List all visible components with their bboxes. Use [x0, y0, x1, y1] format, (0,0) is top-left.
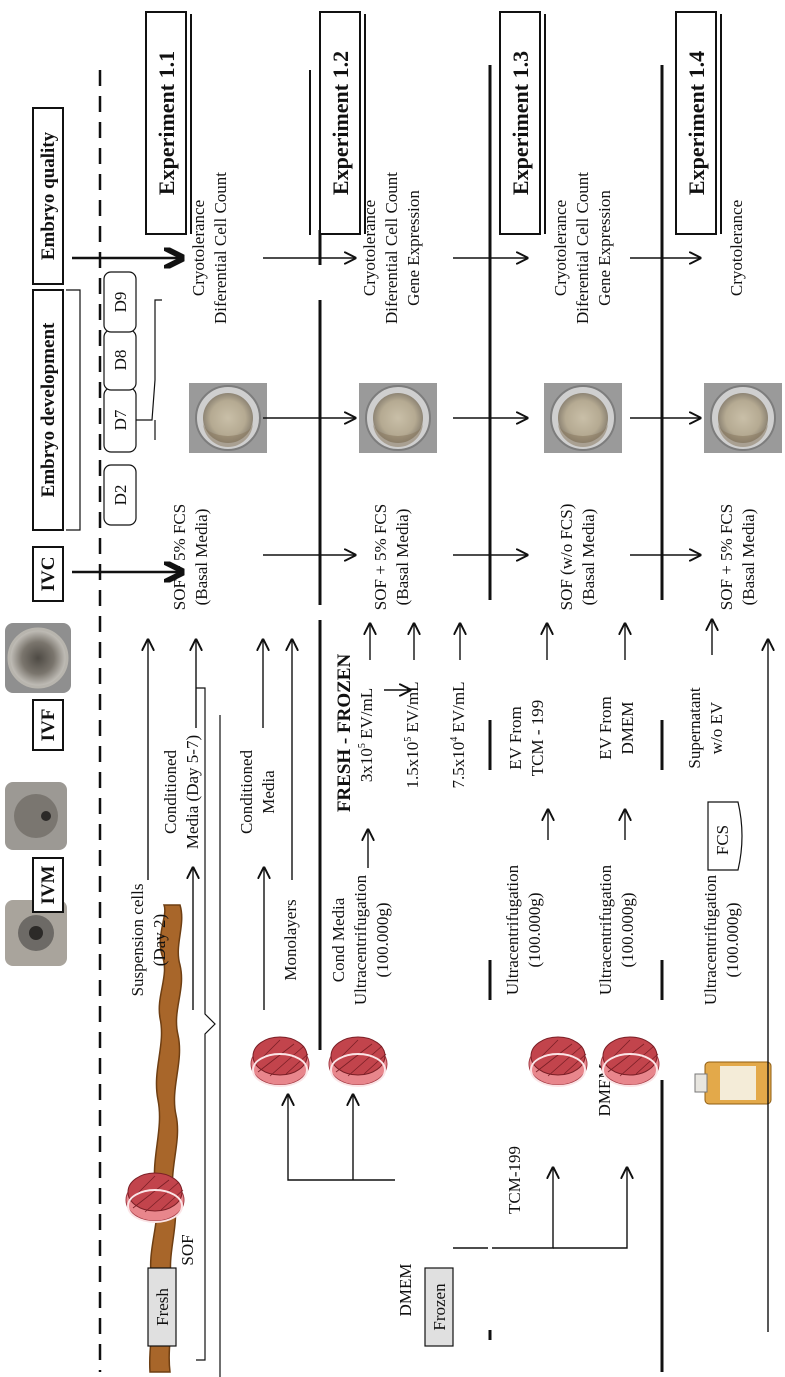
svg-text:EV From: EV From [596, 696, 615, 759]
svg-text:(100.000g): (100.000g) [525, 892, 544, 967]
svg-text:D8: D8 [111, 350, 130, 371]
svg-text:Cryotolerance: Cryotolerance [727, 200, 746, 296]
tcm199-label: TCM-199 [505, 1146, 524, 1214]
svg-text:D9: D9 [111, 292, 130, 313]
embryo-quality-label: Embryo quality [38, 131, 59, 260]
fcs-label: FCS [713, 825, 732, 855]
svg-text:Conditioned: Conditioned [161, 749, 180, 834]
fcs-bottle-image [695, 1062, 771, 1104]
svg-text:(100.000g): (100.000g) [373, 902, 392, 977]
svg-text:Cond Media: Cond Media [329, 897, 348, 982]
blastocyst-image-4 [704, 383, 782, 453]
svg-text:Ultracentrifugation: Ultracentrifugation [351, 874, 370, 1005]
frozen-label: Frozen [430, 1283, 449, 1331]
svg-text:Diferential Cell Count: Diferential Cell Count [382, 172, 401, 324]
svg-text:SOF (w/o FCS): SOF (w/o FCS) [557, 504, 576, 611]
experiment-1-1: Suspension cells (Day 2) Conditioned Med… [126, 12, 267, 1222]
conc-3e5: 3x105 EV/mL [357, 688, 376, 782]
petri-dish-3 [329, 1037, 387, 1086]
exp11-media-2: (Basal Media) [192, 509, 211, 606]
svg-text:D2: D2 [111, 485, 130, 506]
ivf-label: IVF [38, 709, 59, 742]
day-bracket [66, 290, 80, 530]
exp14-title: Experiment 1.4 [684, 51, 709, 195]
dmem-label: DMEM [396, 1264, 415, 1317]
svg-text:D7: D7 [111, 409, 130, 430]
svg-text:Suspension cells: Suspension cells [128, 884, 147, 997]
exp11-outcome-2: Diferential Cell Count [211, 172, 230, 324]
svg-text:Ultracentrifugation: Ultracentrifugation [701, 874, 720, 1005]
embryo-development-label: Embryo development [38, 322, 59, 497]
experiment-1-4: Ultracentrifugation (100.000g) FCS Super… [630, 12, 782, 1372]
petri-dish-1 [126, 1173, 184, 1222]
blastocyst-image-1 [189, 383, 267, 453]
svg-text:w/o EV: w/o EV [707, 701, 726, 754]
svg-text:Ultracentrifugation: Ultracentrifugation [596, 864, 615, 995]
petri-dish-5 [601, 1037, 659, 1086]
fresh-label: Fresh [153, 1288, 172, 1326]
svg-text:SOF + 5% FCS: SOF + 5% FCS [371, 504, 390, 610]
svg-text:Ultracentrifugation: Ultracentrifugation [503, 864, 522, 995]
exp11-media-1: SOF + 5% FCS [170, 504, 189, 610]
svg-text:Media: Media [259, 770, 278, 814]
ivc-label: IVC [38, 557, 59, 592]
experiment-1-3: TCM-199 DMEM Ultracentrifugation (100.00… [453, 12, 659, 1340]
svg-text:(Basal Media): (Basal Media) [579, 509, 598, 606]
experiment-1-2: Monolayers Conditioned Media Cond Media … [237, 12, 468, 1180]
svg-text:EV From: EV From [506, 706, 525, 769]
svg-text:Conditioned: Conditioned [237, 749, 256, 834]
fresh-frozen-label: FRESH - FROZEN [334, 654, 355, 813]
exp11-title: Experiment 1.1 [154, 51, 179, 195]
petri-dish-4 [529, 1037, 587, 1086]
svg-text:(100.000g): (100.000g) [618, 892, 637, 967]
svg-text:Gene Expression: Gene Expression [595, 190, 614, 306]
conc-1-5e5: 1.5x105 EV/mL [403, 682, 422, 789]
svg-text:Supernatant: Supernatant [685, 687, 704, 768]
svg-text:(Day 2): (Day 2) [150, 914, 169, 966]
svg-text:(100.000g): (100.000g) [723, 902, 742, 977]
svg-text:SOF + 5% FCS: SOF + 5% FCS [717, 504, 736, 610]
blastocyst-image-2 [359, 383, 437, 453]
svg-text:(Basal Media): (Basal Media) [739, 509, 758, 606]
exp13-title: Experiment 1.3 [508, 51, 533, 195]
d7-d9-bracket [136, 300, 162, 420]
petri-dish-2 [251, 1037, 309, 1086]
svg-text:Cryotolerance: Cryotolerance [551, 200, 570, 296]
svg-text:Media (Day 5-7): Media (Day 5-7) [183, 735, 202, 849]
svg-text:Gene Expression: Gene Expression [404, 190, 423, 306]
ivm-label: IVM [38, 865, 59, 904]
blastocyst-image-3 [544, 383, 622, 453]
conc-7-5e4: 7.5x104 EV/mL [449, 682, 468, 789]
svg-text:DMEM: DMEM [618, 702, 637, 755]
exp12-title: Experiment 1.2 [328, 51, 353, 195]
svg-text:TCM - 199: TCM - 199 [528, 700, 547, 777]
svg-text:(Basal Media): (Basal Media) [393, 509, 412, 606]
monolayers-label: Monolayers [281, 899, 300, 980]
svg-text:Cryotolerance: Cryotolerance [360, 200, 379, 296]
svg-text:Diferential Cell Count: Diferential Cell Count [573, 172, 592, 324]
sof-label: SOF [178, 1234, 197, 1265]
